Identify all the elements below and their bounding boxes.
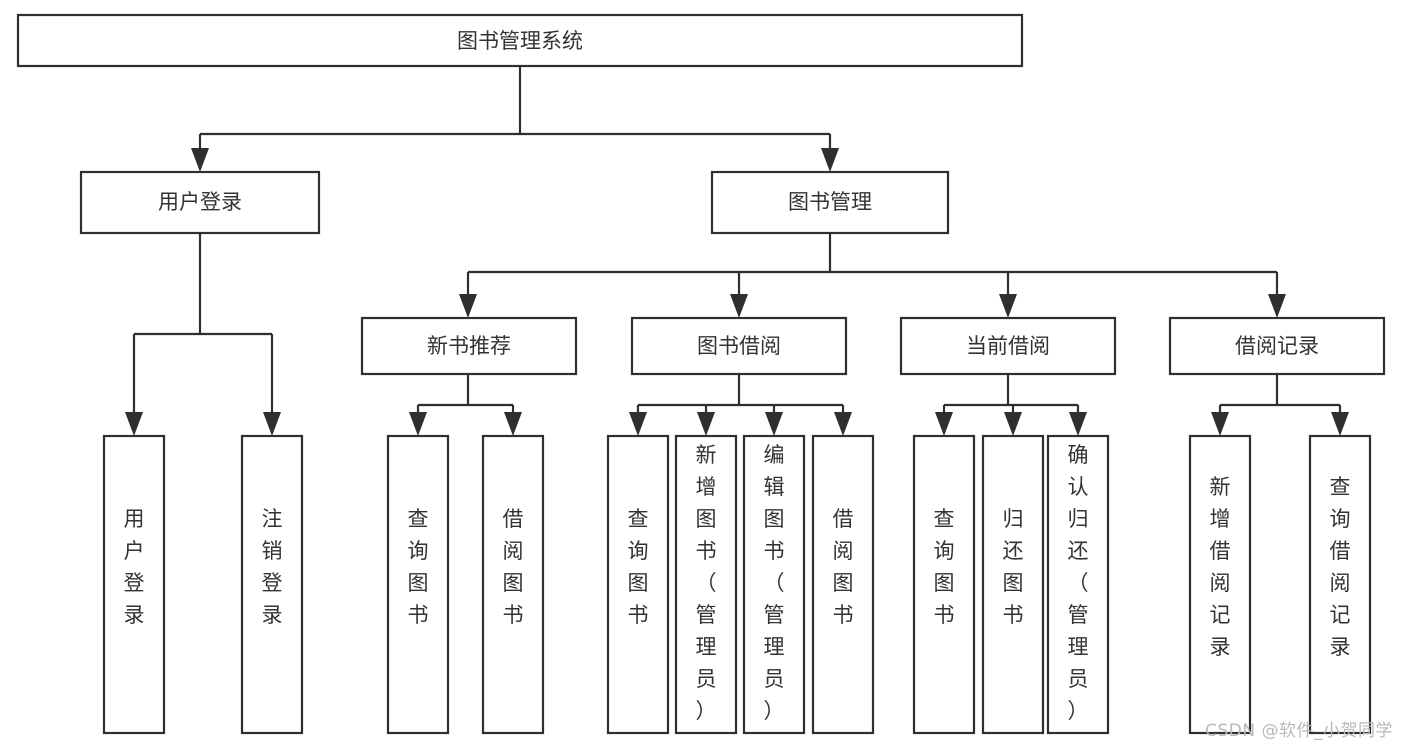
arrow-borrowrecord-leaf-2 <box>1331 412 1349 436</box>
node-book-management-label: 图书管理 <box>788 190 872 214</box>
arrow-user-login-leaf-1 <box>125 412 143 436</box>
leaf-logout-box[interactable] <box>240 434 304 735</box>
arrow-bookborrow-leaf-4 <box>834 412 852 436</box>
leaf-confirm-return-admin-box[interactable] <box>1046 434 1110 735</box>
leaf-query-book-2-label: 查询图书 <box>628 507 649 627</box>
leaf-query-book-1[interactable]: 查询图书 <box>386 434 450 735</box>
leaf-query-book-2[interactable]: 查询图书 <box>606 434 670 735</box>
leaf-query-borrow-record[interactable]: 查询借阅记录 <box>1308 434 1372 735</box>
leaf-query-book-1-box[interactable] <box>386 434 450 735</box>
node-book-management-box[interactable] <box>710 170 950 235</box>
connector-group-book-management <box>459 233 1286 318</box>
node-current-borrow[interactable]: 当前借阅 <box>899 316 1117 376</box>
leaf-confirm-return-admin[interactable]: 确认归还（管理员） <box>1046 434 1110 735</box>
leaf-edit-book-admin-label: 编辑图书（管理员） <box>764 443 785 723</box>
leaf-borrow-book-1-box[interactable] <box>481 434 545 735</box>
node-book-borrow-box[interactable] <box>630 316 848 376</box>
leaf-return-book-label: 归还图书 <box>1003 507 1024 627</box>
leaf-add-book-admin-label: 新增图书（管理员） <box>696 443 717 723</box>
node-book-management[interactable]: 图书管理 <box>710 170 950 235</box>
arrow-bookmgmt-to-book-borrow <box>730 294 748 318</box>
arrow-newbook-leaf-1 <box>409 412 427 436</box>
leaf-user-login-label: 用户登录 <box>124 507 145 627</box>
leaf-borrow-book-2-label: 借阅图书 <box>833 507 854 627</box>
node-root-box[interactable] <box>16 13 1024 68</box>
leaf-return-book[interactable]: 归还图书 <box>981 434 1045 735</box>
node-borrow-record-label: 借阅记录 <box>1235 334 1319 358</box>
leaf-add-book-admin[interactable]: 新增图书（管理员） <box>674 434 738 735</box>
arrow-currentborrow-leaf-3 <box>1069 412 1087 436</box>
leaf-query-book-3-box[interactable] <box>912 434 976 735</box>
node-root-label: 图书管理系统 <box>457 29 583 53</box>
arrow-bookmgmt-to-borrow-record <box>1268 294 1286 318</box>
connector-group-user-login <box>125 233 281 436</box>
leaf-add-borrow-record[interactable]: 新增借阅记录 <box>1188 434 1252 735</box>
leaf-borrow-book-2-box[interactable] <box>811 434 875 735</box>
arrow-currentborrow-leaf-2 <box>1004 412 1022 436</box>
node-user-login[interactable]: 用户登录 <box>79 170 321 235</box>
node-borrow-record-box[interactable] <box>1168 316 1386 376</box>
node-new-book-recommend-label: 新书推荐 <box>427 334 511 358</box>
arrow-newbook-leaf-2 <box>504 412 522 436</box>
arrow-currentborrow-leaf-1 <box>935 412 953 436</box>
node-new-book-recommend-box[interactable] <box>360 316 578 376</box>
connector-group-new-book-recommend <box>409 374 522 436</box>
leaf-borrow-book-2[interactable]: 借阅图书 <box>811 434 875 735</box>
leaf-add-borrow-record-label: 新增借阅记录 <box>1210 475 1231 659</box>
node-book-borrow-label: 图书借阅 <box>697 334 781 358</box>
node-user-login-box[interactable] <box>79 170 321 235</box>
arrow-bookmgmt-to-current-borrow <box>999 294 1017 318</box>
leaf-return-book-box[interactable] <box>981 434 1045 735</box>
leaf-query-book-3[interactable]: 查询图书 <box>912 434 976 735</box>
leaf-query-borrow-record-label: 查询借阅记录 <box>1330 475 1351 659</box>
node-root[interactable]: 图书管理系统 <box>16 13 1024 68</box>
leaf-borrow-book-1-label: 借阅图书 <box>503 507 524 627</box>
arrow-borrowrecord-leaf-1 <box>1211 412 1229 436</box>
arrow-bookborrow-leaf-1 <box>629 412 647 436</box>
leaf-edit-book-admin[interactable]: 编辑图书（管理员） <box>742 434 806 735</box>
connector-group-borrow-record <box>1211 374 1349 436</box>
leaf-add-borrow-record-box[interactable] <box>1188 434 1252 735</box>
node-user-login-label: 用户登录 <box>158 190 242 214</box>
node-new-book-recommend[interactable]: 新书推荐 <box>360 316 578 376</box>
leaf-query-borrow-record-box[interactable] <box>1308 434 1372 735</box>
leaf-query-book-1-label: 查询图书 <box>408 507 429 627</box>
arrow-bookborrow-leaf-2 <box>697 412 715 436</box>
connector-group-book-borrow <box>629 374 852 436</box>
arrow-user-login-leaf-2 <box>263 412 281 436</box>
connector-group-root <box>191 66 839 172</box>
connector-group-current-borrow <box>935 374 1087 436</box>
node-current-borrow-label: 当前借阅 <box>966 334 1050 358</box>
arrow-root-to-book-management <box>821 148 839 172</box>
leaf-logout-label: 注销登录 <box>262 507 283 627</box>
leaf-user-login-box[interactable] <box>102 434 166 735</box>
node-book-borrow[interactable]: 图书借阅 <box>630 316 848 376</box>
leaf-borrow-book-1[interactable]: 借阅图书 <box>481 434 545 735</box>
arrow-bookmgmt-to-new-book <box>459 294 477 318</box>
leaf-user-login[interactable]: 用户登录 <box>102 434 166 735</box>
leaf-query-book-2-box[interactable] <box>606 434 670 735</box>
leaf-edit-book-admin-box[interactable] <box>742 434 806 735</box>
leaf-query-book-3-label: 查询图书 <box>934 507 955 627</box>
leaf-logout[interactable]: 注销登录 <box>240 434 304 735</box>
node-current-borrow-box[interactable] <box>899 316 1117 376</box>
arrow-root-to-user-login <box>191 148 209 172</box>
arrow-bookborrow-leaf-3 <box>765 412 783 436</box>
leaf-add-book-admin-box[interactable] <box>674 434 738 735</box>
leaf-confirm-return-admin-label: 确认归还（管理员） <box>1068 443 1089 723</box>
node-borrow-record[interactable]: 借阅记录 <box>1168 316 1386 376</box>
